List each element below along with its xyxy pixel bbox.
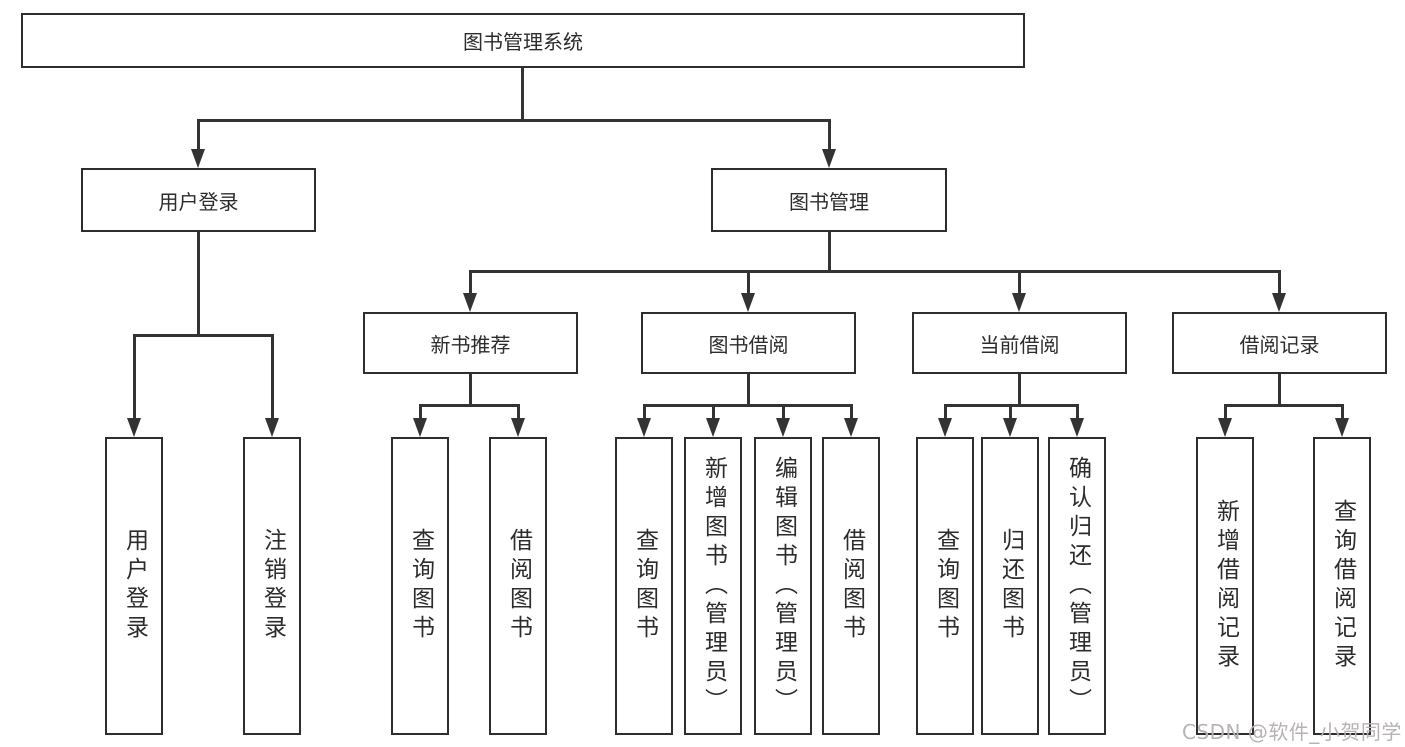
connector-to-current-borrow [1018, 270, 1021, 294]
arrow-leaf [1335, 418, 1349, 437]
leaf-label: 借阅图书 [838, 528, 865, 644]
leaf-query-books-current: 查询图书 [916, 437, 974, 735]
leaf-label: 用户登录 [121, 528, 148, 644]
leaf-query-books-newbook: 查询图书 [391, 437, 449, 735]
arrow-leaf [938, 418, 952, 437]
arrow-leaf [844, 418, 858, 437]
leaf-user-login: 用户登录 [105, 437, 163, 735]
leaf-label: 确认归还（管理员） [1064, 455, 1091, 717]
arrow-leaf [413, 418, 427, 437]
connector-current-stub [1018, 374, 1021, 407]
leaf-query-books-borrow: 查询图书 [615, 437, 673, 735]
connector-branch-borrow [643, 404, 853, 407]
arrow-leaf [776, 418, 790, 437]
node-label: 图书借阅 [708, 332, 789, 357]
arrow-to-logout-leaf [265, 418, 279, 437]
arrow-leaf [1218, 418, 1232, 437]
connector-borrow-stub [747, 374, 750, 407]
connector-leaf [1341, 404, 1344, 419]
connector-leaf [517, 404, 520, 419]
connector-root-stub [521, 68, 524, 121]
connector-to-book-mgmt [828, 119, 831, 150]
leaf-user-logout: 注销登录 [243, 437, 301, 735]
leaf-label: 查询借阅记录 [1329, 499, 1356, 673]
connector-branch-login [133, 334, 274, 337]
connector-newbook-stub [469, 374, 472, 407]
arrow-leaf [706, 418, 720, 437]
leaf-label: 查询图书 [407, 528, 434, 644]
leaf-add-borrow-record: 新增借阅记录 [1196, 437, 1254, 735]
leaf-label: 查询图书 [631, 528, 658, 644]
connector-to-user-login [197, 119, 200, 150]
node-label: 图书管理 [789, 189, 869, 214]
connector-leaf [1076, 404, 1079, 419]
node-label: 用户登录 [158, 189, 239, 214]
connector-to-book-borrow [747, 270, 750, 294]
connector-leaf [1224, 404, 1227, 419]
connector-to-borrow-records [1278, 270, 1281, 294]
leaf-label: 查询图书 [932, 528, 959, 644]
connector-branch-level2 [197, 119, 831, 122]
leaf-label: 注销登录 [259, 528, 286, 644]
connector-branch-level3 [469, 270, 1281, 273]
connector-mgmt-stub [828, 232, 831, 273]
connector-to-new-books [469, 270, 472, 294]
arrow-to-login-leaf [127, 418, 141, 437]
node-user-login: 用户登录 [81, 168, 316, 232]
arrow-leaf [1070, 418, 1084, 437]
arrow-leaf [637, 418, 651, 437]
arrow-to-new-books [463, 293, 477, 312]
arrow-to-user-login [191, 149, 205, 168]
leaf-label: 借阅图书 [505, 528, 532, 644]
arrow-leaf [1003, 418, 1017, 437]
csdn-watermark: CSDN @软件_小贺同学 [1182, 720, 1402, 744]
leaf-borrow-books: 借阅图书 [822, 437, 880, 735]
leaf-return-books: 归还图书 [981, 437, 1039, 735]
connector-branch-newbook [419, 404, 520, 407]
node-current-borrowing: 当前借阅 [912, 312, 1127, 374]
connector-leaf [850, 404, 853, 419]
arrow-to-borrow-records [1272, 293, 1286, 312]
connector-branch-records [1224, 404, 1344, 407]
connector-to-logout-leaf [271, 334, 274, 419]
leaf-label: 归还图书 [997, 528, 1024, 644]
arrow-leaf [511, 418, 525, 437]
connector-leaf [944, 404, 947, 419]
leaf-query-borrow-record: 查询借阅记录 [1313, 437, 1371, 735]
connector-to-login-leaf [133, 334, 136, 419]
node-borrow-records: 借阅记录 [1172, 312, 1387, 374]
leaf-borrow-books-newbook: 借阅图书 [489, 437, 547, 735]
node-label: 借阅记录 [1239, 332, 1320, 357]
connector-records-stub [1278, 374, 1281, 407]
leaf-label: 新增借阅记录 [1212, 499, 1239, 673]
node-label: 图书管理系统 [463, 30, 583, 54]
leaf-label: 编辑图书（管理员） [770, 455, 797, 717]
connector-leaf [712, 404, 715, 419]
connector-login-stub [197, 232, 200, 337]
leaf-add-books-admin: 新增图书（管理员） [684, 437, 742, 735]
arrow-to-book-borrow [741, 293, 755, 312]
leaf-edit-books-admin: 编辑图书（管理员） [754, 437, 812, 735]
node-book-borrowing: 图书借阅 [641, 312, 856, 374]
connector-leaf [782, 404, 785, 419]
arrow-to-book-mgmt [822, 149, 836, 168]
arrow-to-current-borrow [1012, 293, 1026, 312]
connector-leaf [1009, 404, 1012, 419]
node-book-management: 图书管理 [711, 168, 947, 232]
leaf-confirm-return-admin: 确认归还（管理员） [1048, 437, 1106, 735]
node-new-book-recommend: 新书推荐 [363, 312, 578, 374]
connector-leaf [643, 404, 646, 419]
node-label: 当前借阅 [979, 332, 1060, 357]
connector-leaf [419, 404, 422, 419]
node-library-system: 图书管理系统 [21, 13, 1025, 68]
node-label: 新书推荐 [430, 332, 511, 357]
leaf-label: 新增图书（管理员） [700, 455, 727, 717]
